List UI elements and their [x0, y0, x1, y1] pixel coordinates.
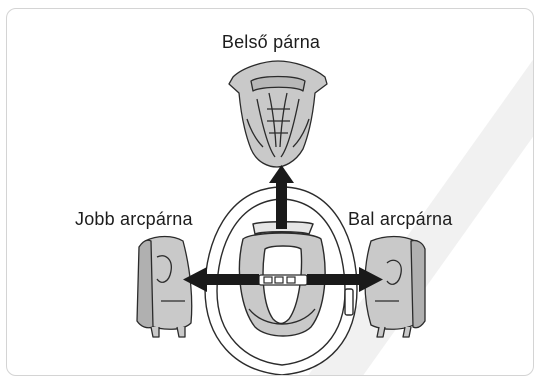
right-cheek-pad-illustration [137, 237, 192, 338]
inner-pad-label: Belső párna [7, 32, 534, 53]
diagram-frame: Belső párna Jobb arcpárna Bal arcpárna [6, 8, 534, 376]
left-cheek-pad-illustration [365, 237, 425, 338]
chin-strap-buckle [259, 275, 307, 285]
inner-pad-illustration [229, 61, 327, 167]
helmet-pad-removal-diagram [7, 9, 534, 376]
left-cheek-pad-label: Bal arcpárna [348, 209, 452, 230]
right-cheek-pad-label: Jobb arcpárna [75, 209, 193, 230]
